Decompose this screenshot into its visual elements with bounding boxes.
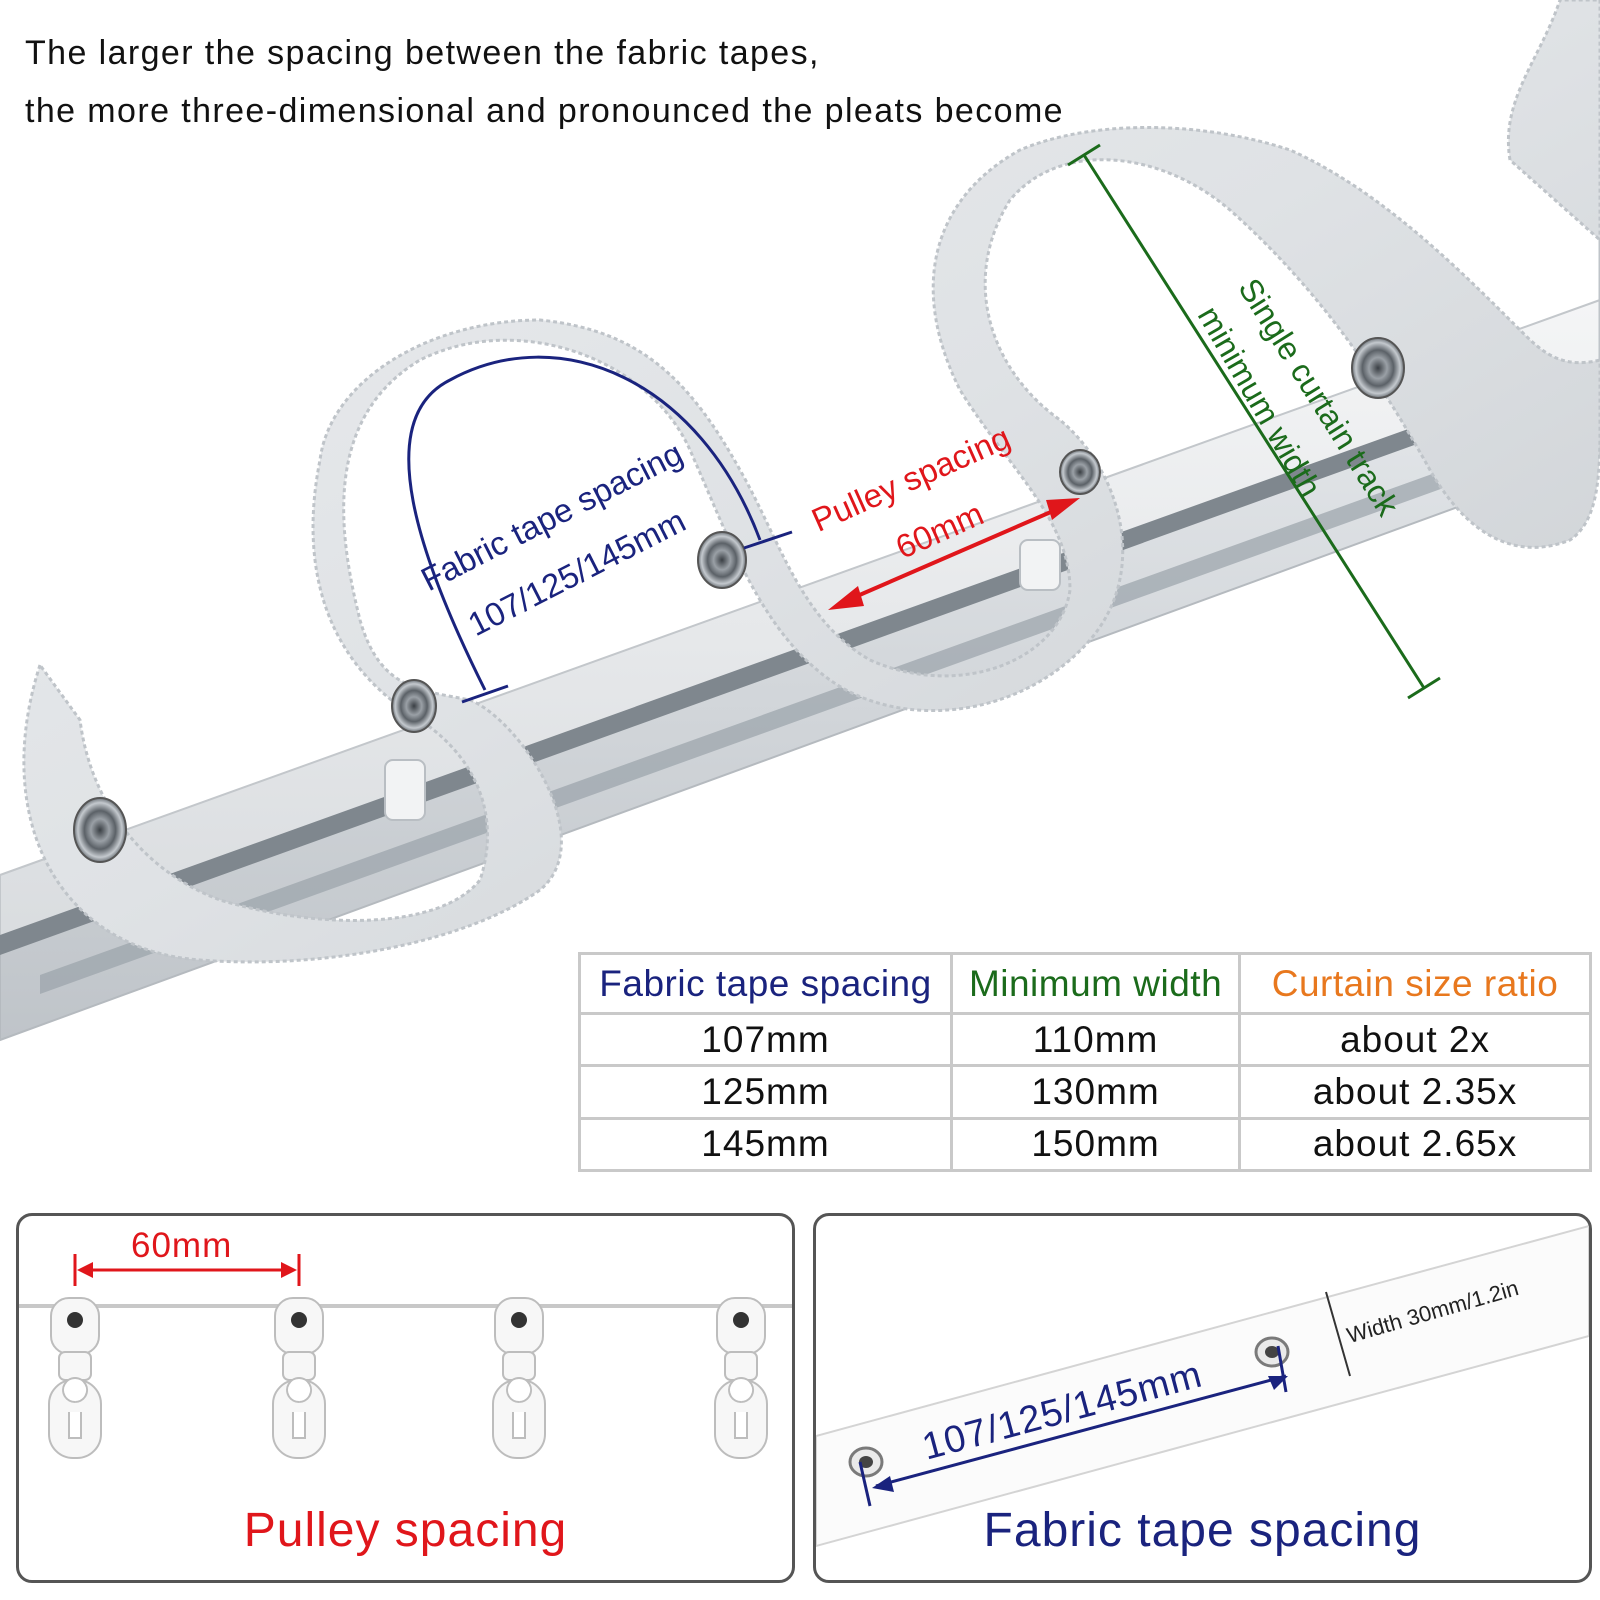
table-cell: about 2.35x xyxy=(1238,1064,1592,1120)
pulley-spacing-panel: 60mm Pulley spacing xyxy=(16,1213,795,1583)
pulley-gliders xyxy=(48,1297,768,1459)
table-header-row: Fabric tape spacing Minimum width Curtai… xyxy=(578,952,1592,1015)
table-cell: 125mm xyxy=(578,1064,953,1120)
headline-line-1: The larger the spacing between the fabri… xyxy=(25,34,820,72)
rail-gliders xyxy=(384,539,1061,821)
table-cell: 110mm xyxy=(949,1011,1242,1068)
header-curtain-size-ratio: Curtain size ratio xyxy=(1238,952,1592,1015)
table-cell: 130mm xyxy=(949,1064,1242,1120)
fabric-tape-spacing-caption: Fabric tape spacing xyxy=(983,1504,1422,1557)
tape-grommets xyxy=(73,337,1405,863)
tape-spacing-arrow xyxy=(858,1345,1288,1507)
table-cell: about 2.65x xyxy=(1238,1116,1592,1173)
pulley-spacing-arrow xyxy=(828,498,1080,610)
table-cell: 107mm xyxy=(578,1011,953,1068)
fabric-tape-spacing-dimension xyxy=(407,355,793,704)
track-and-tape-drawing xyxy=(0,0,1600,1042)
headline-line-2: the more three-dimensional and pronounce… xyxy=(25,92,1064,130)
header-fabric-tape-spacing: Fabric tape spacing xyxy=(578,952,953,1015)
table-cell: about 2x xyxy=(1238,1011,1592,1068)
pulley-dimension-value: 60mm xyxy=(131,1226,233,1265)
pulley-spacing-caption: Pulley spacing xyxy=(243,1504,568,1557)
table-row: 125mm 130mm about 2.35x xyxy=(578,1064,1592,1120)
table-row: 107mm 110mm about 2x xyxy=(578,1011,1592,1068)
spec-table: Fabric tape spacing Minimum width Curtai… xyxy=(578,952,1592,1173)
table-row: 145mm 150mm about 2.65x xyxy=(578,1116,1592,1173)
track-width-dimension xyxy=(1067,143,1441,700)
tape-drawing xyxy=(816,1224,1589,1548)
curtain-track-illustration: Fabric tape spacing 107/125/145mm Pulley… xyxy=(0,0,1600,1042)
table-cell: 150mm xyxy=(949,1116,1242,1173)
header-minimum-width: Minimum width xyxy=(949,952,1242,1015)
pulley-drawing xyxy=(19,1254,792,1459)
table-cell: 145mm xyxy=(578,1116,953,1173)
fabric-tape-spacing-panel: Width 30mm/1.2in 107/125/145mm Fabric ta… xyxy=(813,1213,1592,1583)
width-marker xyxy=(1325,1291,1351,1377)
pulley-dimension-arrow xyxy=(73,1254,301,1286)
